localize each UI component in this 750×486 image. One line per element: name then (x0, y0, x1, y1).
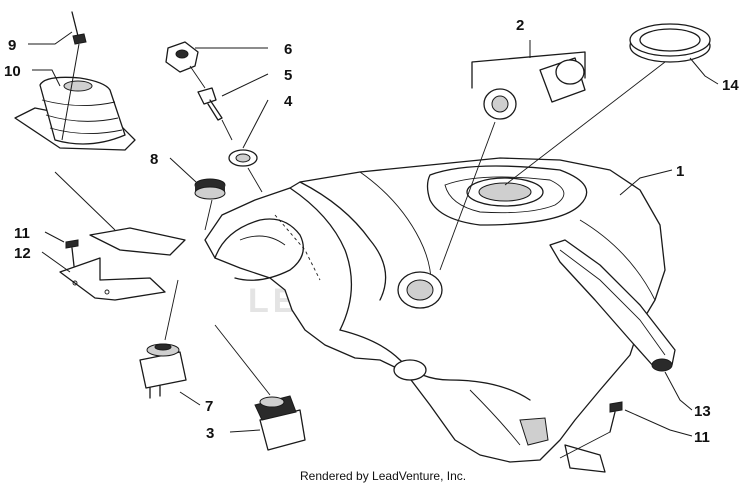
part-14-ring[interactable] (504, 23, 711, 186)
part-11-screw-right[interactable] (559, 401, 623, 459)
callout-10: 10 (4, 63, 21, 80)
part-13-bracket[interactable] (549, 239, 676, 372)
part-8-grommet[interactable] (194, 178, 226, 231)
callout-14: 14 (722, 77, 739, 94)
part-4-ring[interactable] (228, 149, 263, 193)
callout-5: 5 (284, 67, 292, 84)
part-7-ignition-switch[interactable] (139, 279, 187, 399)
callout-9: 9 (8, 37, 16, 54)
part-10-shift-boot[interactable] (14, 76, 136, 151)
part-3-sensor[interactable] (214, 324, 306, 451)
callout-4: 4 (284, 93, 293, 110)
part-2-fuel-cap[interactable] (439, 40, 586, 271)
part-6-key-cover[interactable] (165, 41, 206, 89)
callout-6: 6 (284, 41, 292, 58)
callout-8: 8 (150, 151, 158, 168)
callout-2: 2 (516, 17, 524, 34)
callout-7: 7 (205, 398, 213, 415)
callout-12: 12 (14, 245, 31, 262)
callout-11-right: 11 (694, 429, 710, 446)
part-11-screw-left[interactable] (65, 239, 79, 267)
part-9-pin[interactable] (61, 11, 87, 141)
part-5-key[interactable] (197, 87, 233, 141)
leader-lines (28, 31, 719, 437)
callout-13: 13 (694, 403, 711, 420)
part-1-fuel-tank[interactable] (204, 157, 666, 473)
part-12-bracket[interactable] (54, 171, 186, 301)
callout-11-left: 11 (14, 225, 30, 242)
callout-1: 1 (676, 163, 684, 180)
callout-labels: 9 10 6 5 4 8 2 14 1 11 12 7 3 13 11 (4, 17, 739, 446)
render-credit: Rendered by LeadVenture, Inc. (300, 469, 466, 483)
callout-3: 3 (206, 425, 214, 442)
